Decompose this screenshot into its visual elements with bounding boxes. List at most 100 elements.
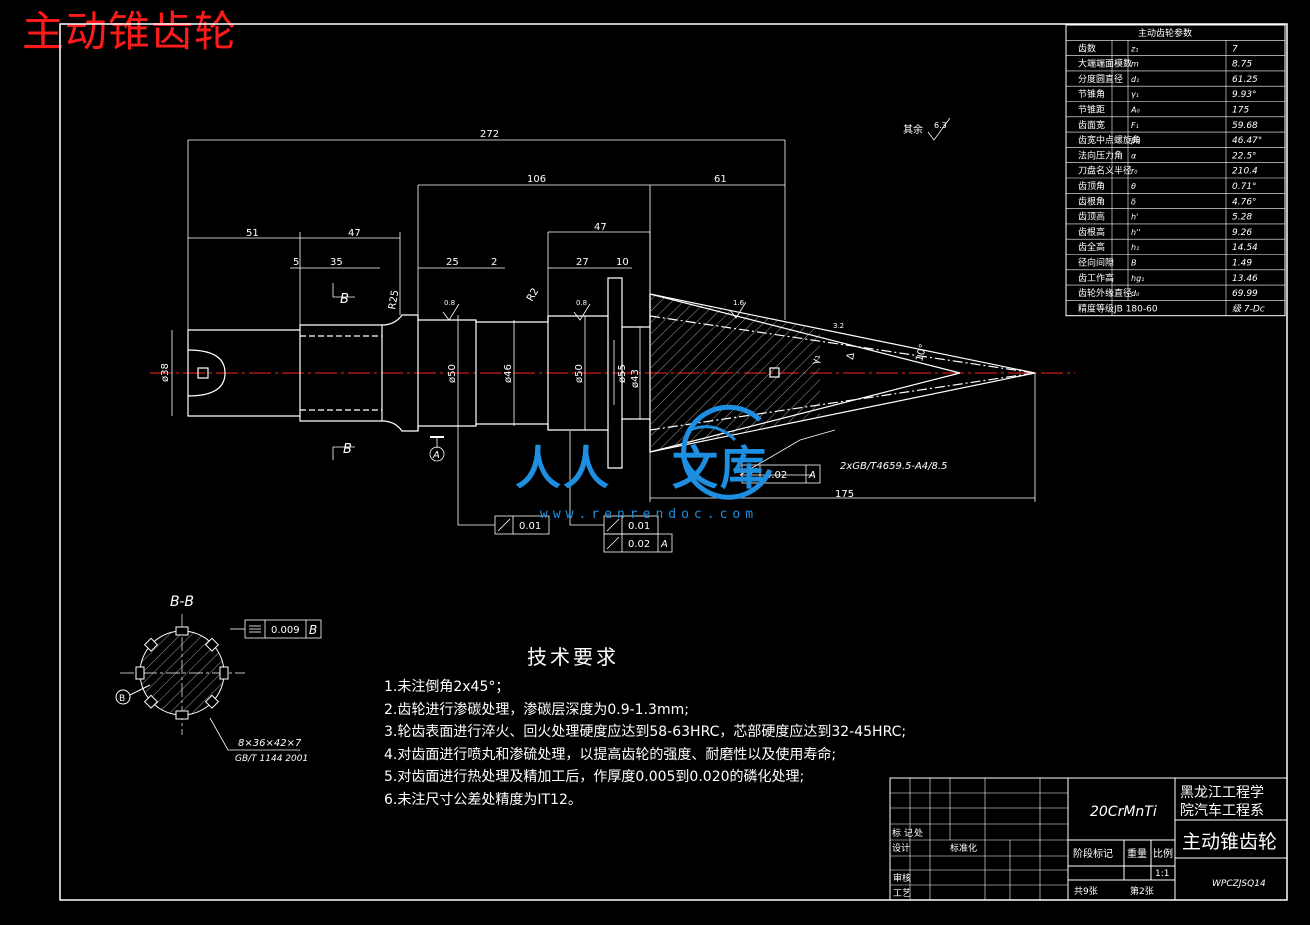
roughness-symbols	[442, 117, 951, 321]
dim-35: 35	[330, 257, 343, 268]
dim-angle-c: 10°	[914, 343, 929, 363]
roughness-default-label: 其余	[903, 123, 923, 136]
param-name: 齿宽中点螺旋角	[1078, 134, 1141, 146]
tolerance-symbols	[249, 467, 758, 633]
param-value: 175	[1232, 106, 1249, 116]
material: 20CrMnTi	[1090, 804, 1157, 820]
tol-3-datum: A	[660, 539, 668, 550]
param-name: 法向压力角	[1078, 149, 1123, 161]
tolerance-texts: 0.02 A 0.01 0.01 0.02 A 0.009 B	[271, 470, 816, 637]
param-value: 9.93°	[1232, 90, 1257, 100]
tol-1-datum: A	[808, 470, 816, 481]
param-value: 69.99	[1232, 289, 1258, 299]
mark-label: 标 记	[892, 827, 913, 839]
watermark-url: www.renrendoc.com	[540, 507, 759, 522]
params-footer-value: 级 7-Dc	[1232, 303, 1265, 314]
roughness-face: 3.2	[833, 322, 844, 330]
param-value: 4.76°	[1232, 197, 1257, 207]
param-name: 齿顶高	[1078, 211, 1105, 223]
dim-dia50a: ø50	[447, 364, 458, 383]
param-name: 齿根高	[1078, 226, 1105, 238]
dim-dia50b: ø50	[574, 364, 585, 383]
param-name: 节锥距	[1078, 104, 1105, 116]
dim-47-left: 47	[348, 228, 361, 239]
param-value: 59.68	[1232, 121, 1258, 131]
tol-2-value: 0.01	[519, 521, 541, 532]
title-block	[889, 777, 1288, 901]
gear-hatch	[650, 294, 820, 452]
sheets-total: 共9张	[1074, 886, 1098, 897]
watermark-logo	[681, 404, 773, 500]
param-symbol: z₁	[1130, 44, 1138, 53]
param-value: 13.46	[1232, 274, 1258, 284]
dim-r2: R2	[525, 286, 541, 303]
param-symbol: F₁	[1131, 121, 1139, 130]
scale-value: 1:1	[1155, 869, 1169, 879]
param-name: 大端端面模数	[1078, 58, 1132, 70]
param-value: 46.47°	[1232, 136, 1262, 146]
param-name: 齿工作高	[1078, 272, 1114, 284]
sheet-number: 第2张	[1130, 885, 1154, 897]
section-circle-label: B	[119, 694, 125, 704]
param-symbol: h'	[1131, 213, 1138, 222]
param-name: 刀盘名义半径	[1078, 165, 1132, 177]
param-value: 61.25	[1232, 75, 1258, 85]
craft-label: 工艺	[893, 888, 911, 899]
dim-10: 10	[616, 257, 629, 268]
tech-req-item: 6.未注尺寸公差处精度为IT12。	[384, 791, 582, 808]
scale-label: 比例	[1153, 847, 1173, 860]
roughness-gear: 1.6	[733, 299, 745, 307]
param-symbol: h''	[1131, 228, 1140, 237]
param-value: 14.54	[1232, 243, 1258, 253]
title-block-texts: 20CrMnTi 黑龙江工程学 院汽车工程系 主动锥齿轮 阶段标记 重量 比例 …	[892, 785, 1277, 899]
param-name: 齿数	[1078, 42, 1096, 54]
param-symbol: γ₁	[1131, 90, 1139, 99]
shaft-view	[150, 277, 1075, 469]
param-value: 1.49	[1232, 259, 1252, 269]
param-symbol: β₁	[1130, 136, 1139, 145]
section-title: B-B	[170, 594, 194, 610]
sect-tol-datum: B	[309, 623, 317, 637]
param-symbol: h₁	[1131, 243, 1139, 252]
section-bb-texts: B-B 8×36×42×7 GB/T 1144 2001 B	[119, 594, 308, 764]
dim-27: 27	[576, 257, 589, 268]
tolerance-frames	[230, 464, 821, 639]
dim-dia46: ø46	[503, 364, 514, 383]
standard-label: 标准化	[950, 842, 977, 854]
param-value: 5.28	[1232, 213, 1252, 223]
cut-label-bottom: B	[343, 442, 352, 457]
spline-spec: 8×36×42×7	[238, 738, 302, 749]
param-symbol: hg₁	[1131, 274, 1144, 283]
param-name: 齿全高	[1078, 241, 1105, 253]
weight-label: 重量	[1127, 847, 1147, 860]
dim-2: 2	[491, 257, 497, 268]
stage-label: 阶段标记	[1073, 847, 1113, 860]
dim-dia38: ø38	[160, 363, 171, 382]
dim-106: 106	[527, 174, 546, 185]
thread-note: 2xGB/T4659.5-A4/8.5	[840, 461, 947, 472]
section-bb	[115, 614, 300, 751]
tech-req-title: 技术要求	[527, 645, 619, 669]
param-value: 22.5°	[1232, 151, 1257, 161]
cut-label-top: B	[340, 292, 349, 307]
sect-tol-value: 0.009	[271, 625, 300, 636]
spline-standard: GB/T 1144 2001	[235, 754, 308, 764]
dim-5: 5	[293, 257, 299, 268]
tol-1-value: 0.02	[765, 470, 787, 481]
roughness-b: 0.8	[576, 299, 587, 307]
datum-a-label: A	[432, 450, 440, 461]
param-name: 节锥角	[1078, 88, 1105, 100]
param-value: 210.4	[1232, 167, 1258, 177]
param-name: 分度圆直径	[1078, 73, 1123, 85]
dim-dia55: ø55	[617, 364, 628, 383]
param-value: 0.71°	[1232, 182, 1257, 192]
param-symbol: δ	[1131, 197, 1136, 206]
tech-req-item: 1.未注倒角2x45°；	[384, 679, 510, 695]
dim-47-right: 47	[594, 222, 607, 233]
dimension-lines	[171, 139, 1036, 526]
tol-3-value: 0.02	[628, 539, 650, 550]
dim-51: 51	[246, 228, 259, 239]
param-name: 齿根角	[1078, 195, 1105, 207]
